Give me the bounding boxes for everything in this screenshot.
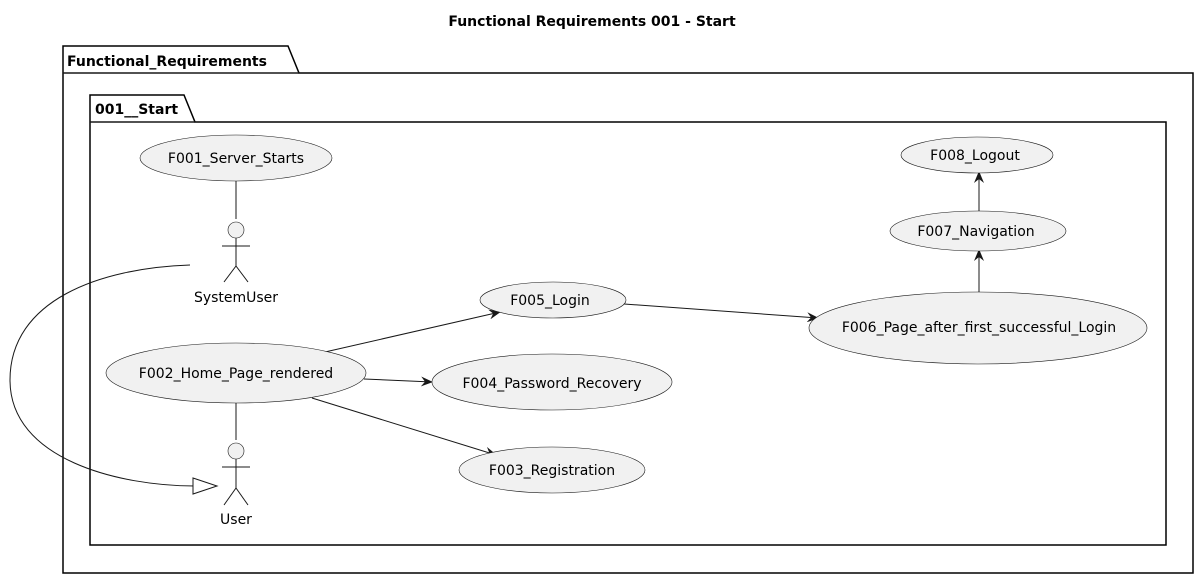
use-case-label: F005_Login [510, 293, 590, 309]
use-case-label: F001_Server_Starts [168, 151, 304, 167]
use-case-f007: F007_Navigation [889, 210, 1067, 252]
use-case-f006: F006_Page_after_first_successful_Login [808, 291, 1148, 365]
use-case-f008: F008_Logout [900, 136, 1054, 174]
use-case-label: F008_Logout [930, 148, 1020, 164]
use-case-f003: F003_Registration [458, 446, 646, 494]
use-case-label: F003_Registration [489, 463, 615, 479]
use-case-f002: F002_Home_Page_rendered [105, 342, 367, 404]
package-001-start: 001__Start [89, 94, 1167, 546]
actor-user: User [220, 442, 252, 528]
use-case-f004: F004_Password_Recovery [431, 353, 673, 411]
arrow-f002-f003 [311, 397, 497, 457]
use-case-label: F002_Home_Page_rendered [139, 366, 333, 382]
use-case-label: F004_Password_Recovery [462, 376, 641, 392]
use-case-label: F007_Navigation [917, 224, 1034, 240]
package-label-outer: Functional_Requirements [67, 54, 267, 70]
package-label-inner: 001__Start [95, 102, 178, 118]
diagram-title: Functional Requirements 001 - Start [448, 14, 736, 30]
generalization-arrowhead [192, 477, 219, 495]
arrow-f005-f006 [623, 303, 819, 323]
stick-figure-icon [222, 221, 250, 283]
arrow-f002-f005 [324, 309, 501, 353]
actor-systemuser: SystemUser [194, 221, 278, 306]
generalization-systemuser-user [9, 264, 196, 487]
stick-figure-icon [222, 442, 250, 506]
actor-label: User [220, 512, 252, 528]
arrow-f002-f004 [363, 376, 433, 387]
use-case-label: F006_Page_after_first_successful_Login [842, 320, 1116, 336]
use-case-f005: F005_Login [479, 281, 627, 319]
actor-label: SystemUser [194, 290, 278, 306]
use-case-f001: F001_Server_Starts [139, 134, 333, 182]
